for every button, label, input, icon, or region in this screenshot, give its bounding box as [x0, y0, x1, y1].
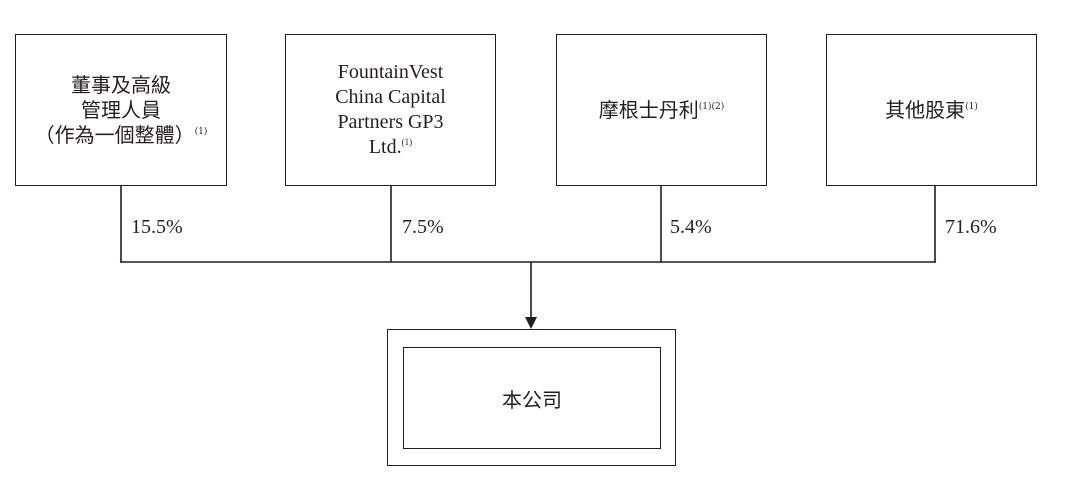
shareholder-box-fountainvest: FountainVest China Capital Partners GP3 …: [285, 34, 496, 186]
directors-line-1: 董事及高級: [71, 72, 171, 97]
shareholder-box-directors: 董事及高級 管理人員 （作為一個整體）(1): [15, 34, 227, 186]
company-box: 本公司: [403, 347, 661, 449]
percentage-fountainvest: 7.5%: [402, 216, 444, 238]
shareholder-box-morgan-stanley: 摩根士丹利(1)(2): [556, 34, 767, 186]
fountainvest-line-2: China Capital: [335, 86, 446, 108]
directors-line-3: （作為一個整體）: [34, 122, 195, 147]
company-label: 本公司: [502, 387, 562, 412]
percentage-directors: 15.5%: [131, 216, 183, 238]
fountainvest-line-4: Ltd.: [368, 136, 402, 158]
company-box-outer: [387, 329, 676, 466]
fountainvest-note: (1): [401, 137, 413, 147]
other-shareholders-note: (1): [965, 101, 978, 112]
percentage-morgan-stanley: 5.4%: [670, 216, 712, 238]
shareholder-box-other: 其他股東(1): [826, 34, 1037, 186]
percentage-other: 71.6%: [945, 216, 997, 238]
morgan-stanley-label: 摩根士丹利: [598, 97, 699, 122]
fountainvest-line-1: FountainVest: [337, 61, 444, 83]
directors-line-2: 管理人員: [81, 97, 161, 122]
fountainvest-line-3: Partners GP3: [337, 111, 444, 133]
directors-note: (1): [194, 126, 208, 137]
other-shareholders-label: 其他股東: [885, 97, 966, 122]
arrow-head: [525, 317, 537, 329]
morgan-stanley-note: (1)(2): [698, 101, 725, 112]
